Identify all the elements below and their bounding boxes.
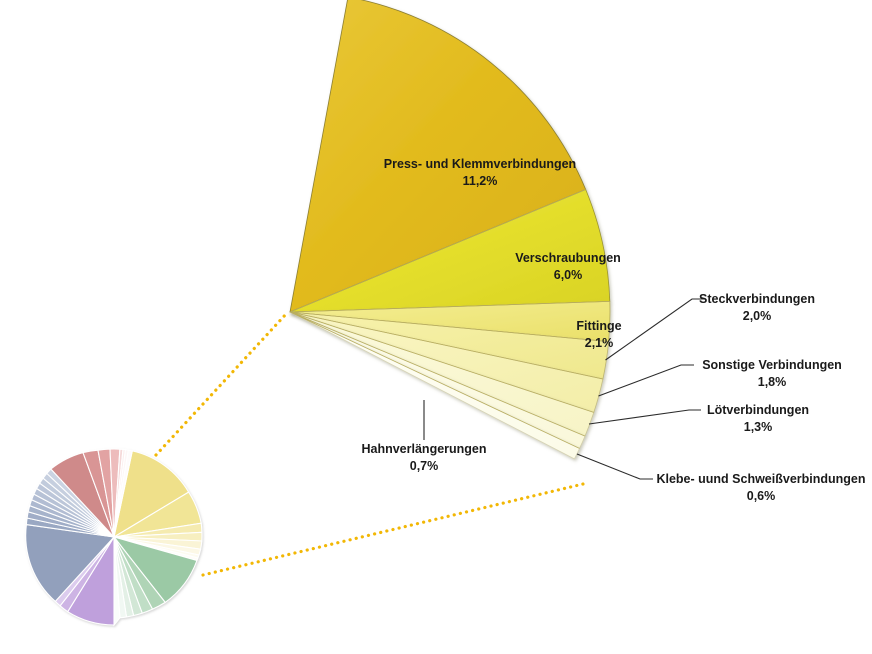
label-verschraubungen-name: Verschraubungen	[515, 251, 621, 265]
connector-upper	[154, 311, 289, 457]
label-loetverbindungen-name: Lötverbindungen	[707, 403, 809, 417]
label-press-value: 11,2%	[463, 174, 498, 188]
label-verschraubungen-value: 6,0%	[554, 268, 583, 282]
label-press-name: Press- und Klemmverbindungen	[384, 157, 576, 171]
label-sonstige-value: 1,8%	[758, 375, 787, 389]
leader-sonstige-verbindungen	[598, 364, 694, 397]
connector-lines	[154, 311, 585, 577]
label-hahnverlaengerungen-value: 0,7%	[410, 459, 439, 473]
leader-klebe	[576, 453, 653, 480]
label-loetverbindungen-value: 1,3%	[744, 420, 773, 434]
label-hahnverlaengerungen-name: Hahnverlängerungen	[361, 442, 486, 456]
overview-slice-blue-1[interactable]	[25, 523, 116, 603]
slice-klebe-und-schweissverbindungen[interactable]	[289, 311, 581, 460]
overview-pie	[25, 448, 203, 627]
slice-edge-highlight	[289, 189, 610, 449]
leader-steckverbindungen	[605, 298, 706, 361]
overview-slice-pale-3[interactable]	[113, 449, 133, 538]
label-fittinge-value: 2,1%	[585, 336, 614, 350]
connector-lower	[201, 482, 585, 577]
label-sonstige-name: Sonstige Verbindungen	[702, 358, 842, 372]
leader-loetverbindungen	[588, 409, 701, 425]
label-klebe-name: Klebe- uund Schweißverbindungen	[656, 472, 865, 486]
callout-labels: Steckverbindungen 2,0% Sonstige Verbindu…	[361, 292, 865, 503]
detail-wedge-group	[289, 0, 611, 460]
leader-lines	[423, 298, 706, 480]
label-steckverbindungen-value: 2,0%	[743, 309, 772, 323]
inside-labels: Press- und Klemmverbindungen 11,2% Versc…	[384, 157, 622, 350]
label-fittinge-name: Fittinge	[576, 319, 621, 333]
label-steckverbindungen-name: Steckverbindungen	[699, 292, 815, 306]
overview-slice-yellow-1[interactable]	[113, 450, 190, 539]
label-klebe-value: 0,6%	[747, 489, 776, 503]
slice-press-und-klemmverbindungen[interactable]	[289, 0, 587, 313]
